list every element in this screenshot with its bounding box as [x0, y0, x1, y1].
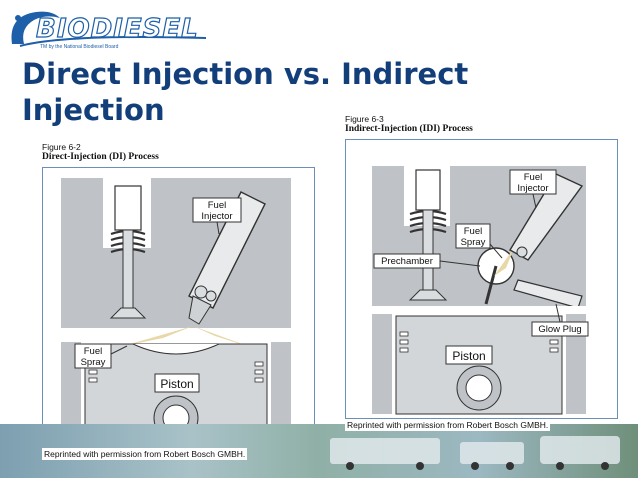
- logo-bio-text: BIO: [35, 13, 91, 44]
- logo-swoosh-icon: [11, 11, 207, 47]
- slide-title-line1: Direct Injection vs. Indirect: [22, 57, 469, 91]
- idi-valve-head: [408, 289, 448, 301]
- di-cylinder-wall-right: [271, 342, 291, 444]
- idi-label-fuel-injector-1: Fuel: [524, 172, 542, 183]
- di-callout-spray: Fuel Spray: [74, 343, 128, 369]
- idi-callout-prechamber: Prechamber: [373, 253, 481, 269]
- right-figure-credit: Reprinted with permission from Robert Bo…: [345, 419, 551, 431]
- logo-tagline: TM by the National Biodiesel Board: [40, 44, 119, 50]
- bottom-photo-strip: [0, 424, 638, 478]
- di-label-fuel-spray-1: Fuel: [84, 346, 102, 357]
- biodiesel-logo: BIODIESEL TM by the National Biodiesel B…: [6, 4, 216, 56]
- idi-label-prechamber: Prechamber: [381, 256, 433, 267]
- di-valve-stem: [122, 229, 134, 317]
- di-fuel-spray-right: [193, 326, 253, 348]
- logo-wordmark: BIODIESEL: [35, 13, 199, 44]
- idi-diagram: Fuel Injector Fuel Spray Prechamber Glow…: [372, 166, 589, 415]
- di-fuel-injector: [188, 191, 266, 325]
- di-valve-head: [109, 307, 147, 319]
- left-figure-credit: Reprinted with permission from Robert Bo…: [42, 448, 248, 460]
- idi-fuel-spray: [494, 248, 514, 276]
- idi-callout-spray: Fuel Spray: [455, 223, 503, 259]
- idi-label-piston: Piston: [452, 349, 485, 363]
- idi-callout-glow-plug: Glow Plug: [531, 303, 589, 337]
- idi-valve-stem: [422, 209, 434, 293]
- di-label-fuel-injector-2: Injector: [201, 211, 232, 222]
- idi-callout-injector: Fuel Injector: [509, 169, 557, 209]
- di-callout-injector: Fuel Injector: [192, 197, 242, 235]
- slide-title-line2: Injection: [22, 93, 165, 127]
- slide-title: Direct Injection vs. Indirect Injection: [22, 56, 468, 128]
- idi-fuel-injector: [509, 173, 584, 261]
- di-label-piston: Piston: [160, 377, 193, 391]
- di-label-fuel-spray-2: Spray: [81, 357, 106, 368]
- right-figure-number: Figure 6-3: [345, 114, 384, 124]
- di-fuel-spray-left: [123, 326, 193, 346]
- idi-label-glow-plug: Glow Plug: [538, 324, 581, 335]
- idi-label-fuel-injector-2: Injector: [517, 183, 548, 194]
- left-figure-caption: Direct-Injection (DI) Process: [42, 152, 159, 162]
- right-figure-caption: Indirect-Injection (IDI) Process: [345, 124, 473, 134]
- di-label-fuel-injector-1: Fuel: [208, 200, 226, 211]
- di-diagram: Fuel Injector Fuel Spray Piston: [61, 178, 291, 444]
- logo-diesel-text: DIESEL: [90, 13, 199, 44]
- idi-label-fuel-spray-2: Spray: [461, 237, 486, 248]
- idi-label-fuel-spray-1: Fuel: [464, 226, 482, 237]
- left-figure-number: Figure 6-2: [42, 142, 81, 152]
